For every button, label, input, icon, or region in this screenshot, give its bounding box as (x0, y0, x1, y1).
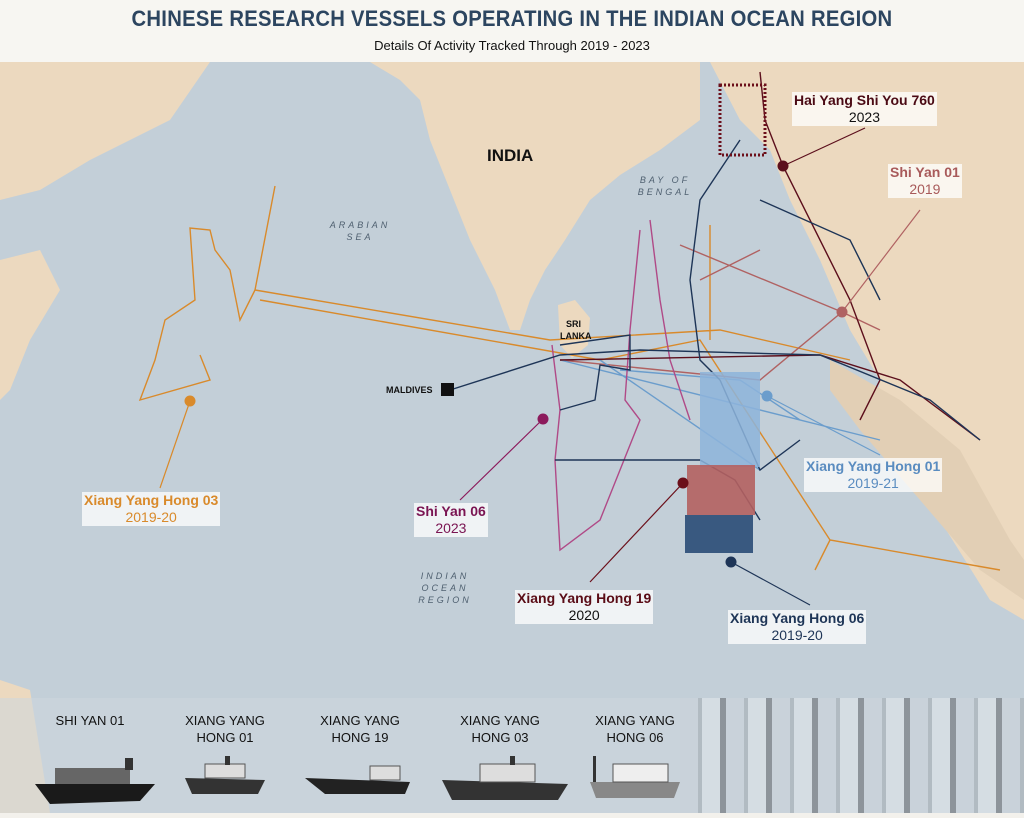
marker-xyh01 (761, 390, 773, 402)
header: CHINESE RESEARCH VESSELS OPERATING IN TH… (0, 0, 1024, 62)
label-ocean-2: OCEAN (421, 583, 469, 593)
label-maldives: MALDIVES (386, 385, 433, 395)
survey-block-xyh19 (687, 465, 755, 515)
track-xyh03 (138, 185, 1001, 571)
ship-silhouette-icon (442, 756, 568, 800)
map-canvas (0, 62, 1024, 813)
land-arabia (0, 62, 210, 200)
ship-silhouette-icon (185, 756, 265, 794)
label-bay-1: BAY OF (639, 175, 691, 185)
marker-shiyan01 (836, 306, 848, 318)
ship-silhouette-icon (305, 765, 410, 794)
label-sri-lanka-1: SRI (566, 319, 582, 329)
map: INDIA SRI LANKA MALDIVES ARABIAN SEA BAY… (0, 62, 1024, 813)
ship-silhouette-icon (35, 758, 155, 804)
label-ocean-1: INDIAN (420, 571, 470, 581)
survey-block-hysy760 (718, 83, 767, 157)
survey-block-xyh01 (700, 372, 760, 467)
marker-hysy760 (777, 160, 789, 172)
marker-xyh06 (725, 556, 737, 568)
track-shiyan06 (551, 219, 691, 552)
page-subtitle: Details Of Activity Tracked Through 2019… (374, 38, 650, 53)
land-india (370, 62, 700, 330)
marker-maldives (441, 383, 454, 396)
ship-shiyan01: SHI YAN 01 (30, 712, 155, 806)
marker-xyh19 (677, 477, 689, 489)
label-ocean-3: REGION (418, 595, 472, 605)
survey-block-xyh06 (685, 515, 753, 553)
label-arabian-sea-2: SEA (346, 232, 374, 242)
marker-shiyan06 (537, 413, 549, 425)
page-title: CHINESE RESEARCH VESSELS OPERATING IN TH… (131, 6, 893, 31)
label-sri-lanka-2: LANKA (560, 331, 592, 341)
label-bay-2: BENGAL (637, 187, 693, 197)
label-india: INDIA (487, 146, 534, 165)
land-africa (0, 250, 60, 400)
marker-xyh03 (184, 395, 196, 407)
ship-silhouette-icon (589, 756, 680, 798)
label-arabian-sea-1: ARABIAN (329, 220, 391, 230)
blurred-region (680, 698, 1024, 813)
